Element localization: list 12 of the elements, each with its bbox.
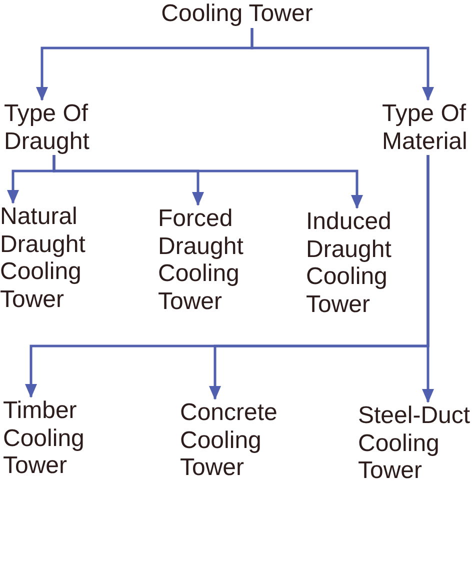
category-label: Timber Cooling Tower [3,397,103,480]
category-label: Forced Draught Cooling Tower [158,205,258,315]
connector-arrow [422,155,434,403]
category-label: Cooling Tower [157,0,317,28]
category-label: Type Of Draught [4,100,104,155]
connector-arrow [52,155,363,209]
category-label: Concrete Cooling Tower [180,399,285,482]
category-label: Natural Draught Cooling Tower [0,203,100,313]
category-label: Type Of Material [382,100,472,155]
category-label: Induced Draught Cooling Tower [306,208,406,318]
category-label: Steel-Duct Cooling Tower [358,402,474,484]
connector-arrow [250,28,434,101]
